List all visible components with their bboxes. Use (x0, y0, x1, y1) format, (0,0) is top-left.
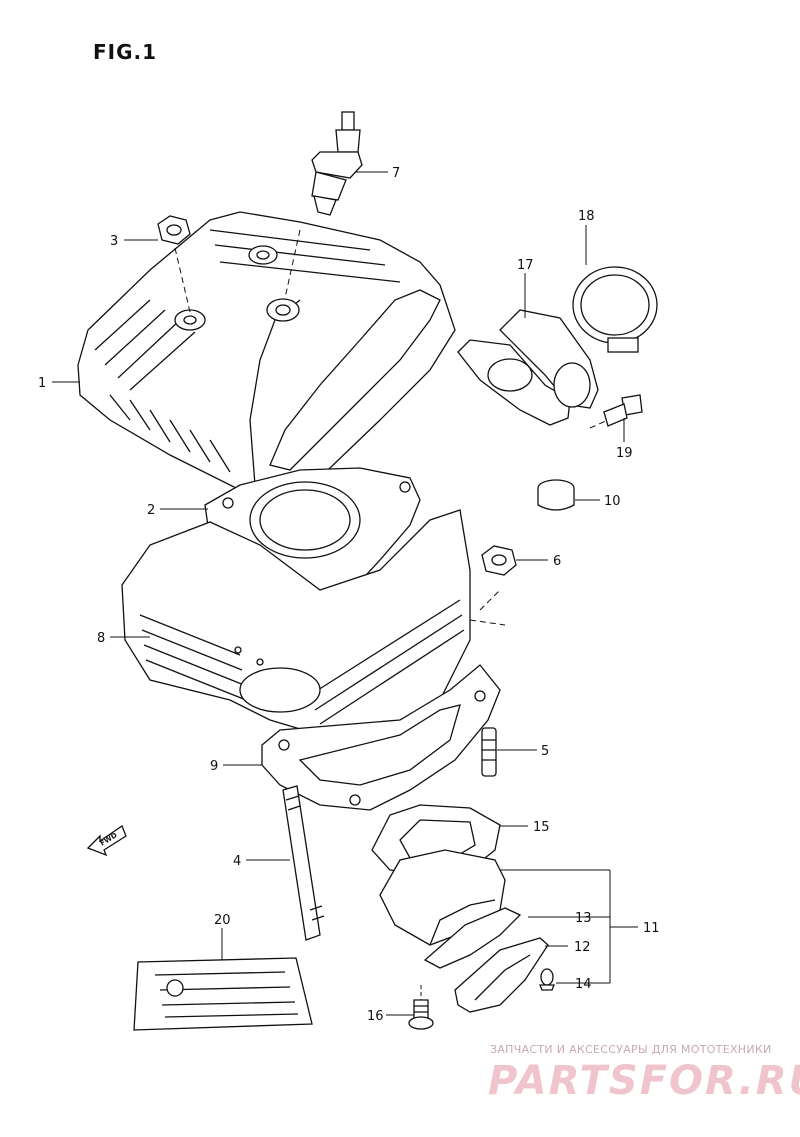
callout-11: 11 (643, 921, 660, 936)
leader-lines (52, 171, 638, 1016)
cylinder (121, 509, 471, 736)
cylinder-nut (481, 545, 517, 576)
cap (537, 479, 575, 511)
callout-16: 16 (367, 1009, 384, 1024)
bolt (408, 999, 434, 1030)
callout-18: 18 (578, 209, 595, 224)
callout-8: 8 (97, 631, 105, 646)
callout-15: 15 (533, 820, 550, 835)
callout-3: 3 (110, 234, 118, 249)
callout-1: 1 (38, 376, 46, 391)
callout-12: 12 (574, 940, 591, 955)
watermark-caption: ЗАПЧАСТИ И АКСЕССУАРЫ ДЛЯ МОТОТЕХНИКИ (490, 1043, 772, 1056)
stopper-plate (454, 937, 549, 1013)
spark-plug (311, 111, 363, 216)
callout-4: 4 (233, 854, 241, 869)
callout-14: 14 (575, 977, 592, 992)
base-gasket (261, 664, 501, 811)
callout-7: 7 (392, 166, 400, 181)
callout-labels: 1 2 3 4 5 6 7 8 9 10 11 12 13 14 15 16 1… (38, 166, 660, 1024)
forward-arrow-icon: FWD (86, 825, 127, 857)
callout-20: 20 (214, 913, 231, 928)
head-nut (157, 215, 191, 245)
long-stud (282, 785, 325, 941)
reed-petal (423, 907, 522, 969)
watermark-logo: PARTSFOR.RU (488, 1058, 800, 1104)
figure-title: FIG.1 (93, 40, 158, 64)
callout-6: 6 (553, 554, 561, 569)
callout-10: 10 (604, 494, 621, 509)
short-stud (481, 727, 497, 777)
callout-19: 19 (616, 446, 633, 461)
callout-13: 13 (575, 911, 592, 926)
callout-5: 5 (541, 744, 549, 759)
caution-label (133, 957, 313, 1031)
small-screw (539, 968, 555, 991)
hose-clamp (572, 266, 658, 353)
intake-pipe (457, 309, 599, 426)
callout-9: 9 (210, 759, 218, 774)
screw (603, 394, 643, 427)
callout-2: 2 (147, 503, 155, 518)
cylinder-head (77, 211, 456, 496)
callout-17: 17 (517, 258, 534, 273)
